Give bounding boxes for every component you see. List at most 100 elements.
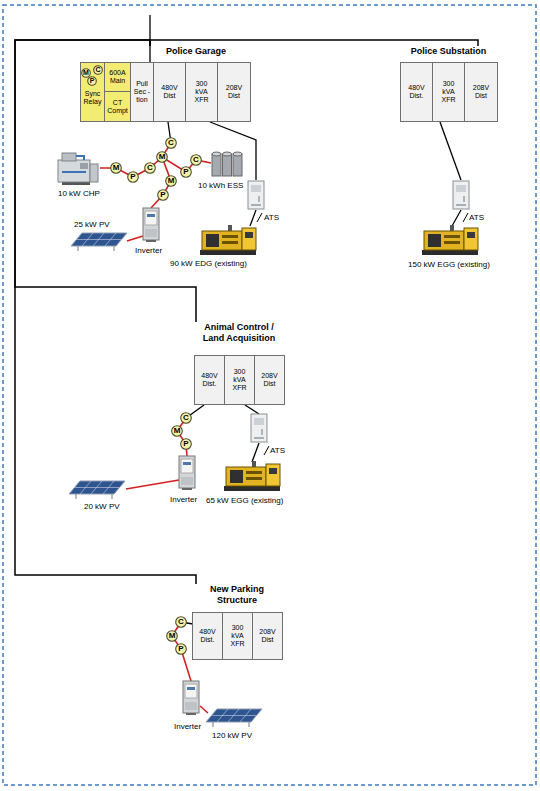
equipment-caption: 20 kW PV bbox=[84, 502, 120, 512]
meter-letter: M bbox=[171, 425, 183, 437]
building-name: Police Substation bbox=[400, 46, 497, 57]
equipment-caption: ATS bbox=[469, 213, 484, 223]
meter-circle: C bbox=[190, 154, 202, 166]
meter-circle: C bbox=[165, 137, 177, 149]
inverter-unit bbox=[143, 208, 159, 242]
equipment-caption: ATS bbox=[270, 446, 285, 456]
meter-ring bbox=[145, 163, 156, 174]
meter-letter: P bbox=[87, 76, 97, 86]
caption-anchor: Inverter bbox=[174, 722, 201, 732]
equipment-caption: Inverter bbox=[170, 495, 197, 505]
pv-wire bbox=[172, 622, 191, 681]
pv-array bbox=[206, 709, 262, 727]
meter-ring bbox=[181, 413, 192, 424]
caption-anchor: Inverter bbox=[135, 246, 162, 256]
building-name: New Parking Structure bbox=[192, 584, 282, 606]
caption-anchor: ATS bbox=[469, 213, 484, 223]
chp-unit bbox=[58, 153, 98, 185]
meter-circle: C bbox=[144, 162, 156, 174]
meter-letter: P bbox=[127, 171, 139, 183]
switchgear-lineup: Police GarageSync RelayMPC600A MainCT Co… bbox=[80, 46, 250, 122]
meter-circle: C bbox=[180, 412, 192, 424]
cell-label: 300 kVA XFR bbox=[227, 624, 249, 647]
generator-unit bbox=[200, 225, 256, 255]
cell-label: 208V Dist bbox=[223, 84, 245, 99]
meter-circle: M bbox=[110, 162, 122, 174]
equipment-caption: 120 kW PV bbox=[212, 731, 252, 741]
meter-ring bbox=[88, 77, 97, 86]
equipment-caption: Inverter bbox=[174, 722, 201, 732]
meter-ring bbox=[128, 172, 139, 183]
caption-anchor: 150 kW EGG (existing) bbox=[408, 260, 490, 270]
switchgear-cell: 208V Dist bbox=[217, 62, 251, 122]
generator-wire bbox=[252, 443, 259, 462]
cell-label: 480V Dist. bbox=[199, 372, 221, 387]
cell-label: 208V Dist bbox=[257, 628, 279, 643]
meter-ring bbox=[172, 426, 183, 437]
switchgear-cell: 208V Dist bbox=[464, 62, 498, 122]
cell-label: Sync Relay bbox=[82, 90, 104, 105]
pv-wire bbox=[200, 706, 208, 713]
inverter-unit bbox=[183, 681, 199, 715]
meter-ring bbox=[181, 439, 192, 450]
pv-array bbox=[71, 233, 127, 251]
switchgear-cell: Pull Sec -tion bbox=[130, 62, 154, 122]
meter-letter: M bbox=[156, 151, 168, 163]
meter-letter: M bbox=[165, 175, 177, 187]
meter-circle: C bbox=[93, 65, 103, 75]
equipment-caption: 10 kW CHP bbox=[58, 189, 100, 199]
caption-anchor: 90 kW EDG (existing) bbox=[170, 259, 247, 269]
switchgear-cell: 300 kVA XFR bbox=[432, 62, 465, 122]
ats-unit bbox=[251, 414, 267, 442]
inverter-unit bbox=[179, 456, 195, 490]
meter-letter: C bbox=[144, 162, 156, 174]
meter-circle: P bbox=[180, 166, 192, 178]
meter-circle: P bbox=[87, 76, 97, 86]
meter-circle: P bbox=[180, 438, 192, 450]
bus-line bbox=[15, 40, 196, 584]
switchgear-cell: 480V Dist bbox=[153, 62, 186, 122]
meter-letter: C bbox=[180, 412, 192, 424]
cell-label: 208V Dist bbox=[259, 372, 281, 387]
cell-label: 208V Dist bbox=[470, 84, 492, 99]
meter-ring bbox=[176, 644, 187, 655]
switchgear-lineup: Animal Control / Land Acquisition 480V Di… bbox=[194, 322, 284, 405]
switchgear-cell: 480V Dist. bbox=[194, 355, 225, 405]
caption-anchor: 25 kW PV bbox=[74, 220, 110, 230]
meter-circle: M bbox=[166, 630, 178, 642]
meter-letter: C bbox=[165, 137, 177, 149]
service-drop bbox=[149, 46, 150, 62]
building-name: Animal Control / Land Acquisition bbox=[194, 322, 284, 344]
equipment-caption: 150 kW EGG (existing) bbox=[408, 260, 490, 270]
generator-wire bbox=[250, 210, 256, 226]
switchgear-lineup: Police Substation 480V Dist. 300 kVA XFR 20… bbox=[400, 46, 497, 122]
pv-wire bbox=[127, 236, 143, 241]
equipment-caption: 25 kW PV bbox=[74, 220, 110, 230]
switchgear-cell: 300 kVA XFR bbox=[222, 612, 253, 660]
meter-circle: M bbox=[156, 151, 168, 163]
leader-slash bbox=[264, 446, 269, 455]
caption-anchor: 10 kWh ESS bbox=[198, 181, 243, 191]
ats-unit bbox=[453, 181, 469, 209]
feeder-wire bbox=[245, 405, 259, 414]
switchgear-cell: 300 kVA XFR bbox=[224, 355, 255, 405]
meter-ring bbox=[181, 167, 192, 178]
caption-anchor: 10 kW CHP bbox=[58, 189, 100, 199]
meter-letter: P bbox=[175, 643, 187, 655]
equipment-caption: 90 kW EDG (existing) bbox=[170, 259, 247, 269]
meter-ring bbox=[157, 152, 168, 163]
switchgear-lineup: New Parking Structure480V Dist.300 kVA X… bbox=[192, 584, 282, 660]
caption-anchor: Inverter bbox=[170, 495, 197, 505]
meter-ring bbox=[94, 66, 103, 75]
generator-unit bbox=[224, 461, 280, 491]
black-wiring bbox=[150, 15, 468, 624]
meter-letter: P bbox=[180, 438, 192, 450]
cell-label: 480V Dist. bbox=[406, 84, 428, 99]
meter-circle: M bbox=[171, 425, 183, 437]
battery-storage bbox=[212, 152, 242, 176]
meter-letter: C bbox=[93, 65, 103, 75]
equipment-caption: ATS bbox=[264, 213, 279, 223]
meter-ring bbox=[167, 631, 178, 642]
switchgear-cell: CT Compt bbox=[104, 91, 131, 122]
